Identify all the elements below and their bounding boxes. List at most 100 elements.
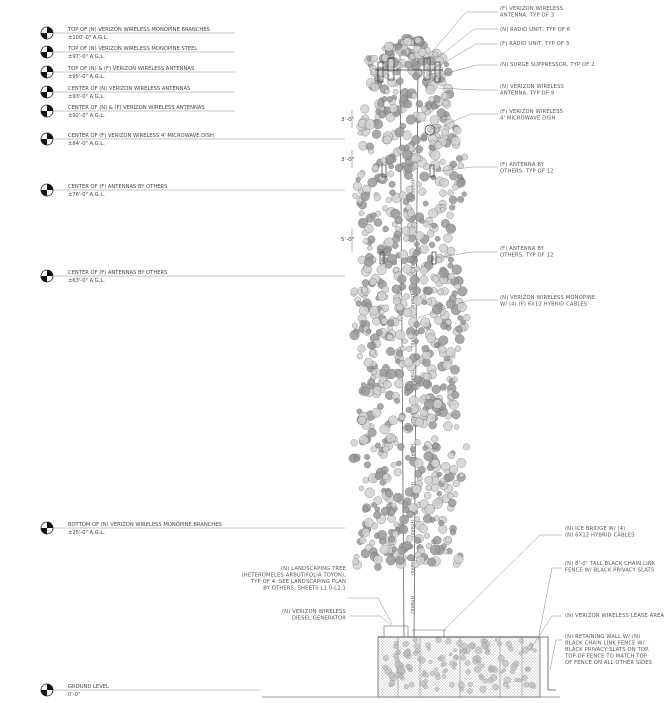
branch-cluster <box>422 372 431 381</box>
branch-cluster <box>367 177 378 188</box>
elevation-title: BOTTOM OF (N) VERIZON WIRELESS MONOPINE … <box>68 522 222 528</box>
landscaping-shrub <box>449 681 455 688</box>
branch-cluster <box>456 458 467 468</box>
svg-text:(N) SURGE SUPPRESSOR, TYP OF 2: (N) SURGE SUPPRESSOR, TYP OF 2 <box>500 62 595 68</box>
branch-cluster <box>432 442 439 450</box>
callout-note: (N) ICE BRIDGE W/ (4)(N) 6X12 HYBRID CAB… <box>443 526 634 631</box>
branch-cluster <box>414 469 422 478</box>
elevation-title: GROUND LEVEL <box>68 684 109 690</box>
elevation-level: GROUND LEVEL 0'-0" <box>40 683 260 698</box>
branch-cluster <box>406 345 413 352</box>
branch-cluster <box>439 268 449 279</box>
branch-cluster <box>373 218 383 227</box>
branch-cluster <box>454 283 461 290</box>
branch-cluster <box>372 164 379 172</box>
branch-cluster <box>349 330 360 341</box>
dimension-tags: 3'-0" 3'-0" 5'-0" <box>341 110 355 252</box>
branch-cluster <box>373 510 382 519</box>
branch-cluster <box>432 498 443 509</box>
branch-cluster <box>380 157 387 164</box>
branch-cluster <box>398 414 406 421</box>
branch-cluster <box>405 535 414 543</box>
branch-cluster <box>374 563 382 571</box>
branch-cluster <box>396 460 402 467</box>
landscaping-shrub <box>464 660 471 666</box>
branch-cluster <box>438 76 445 83</box>
elevation-markers: TOP OF (N) VERIZON WIRELESS MONOPINE BRA… <box>40 26 345 698</box>
branch-cluster <box>362 477 369 484</box>
branch-cluster <box>371 369 377 376</box>
landscaping-shrub <box>437 656 442 661</box>
landscaping-shrub <box>400 676 405 681</box>
branch-cluster <box>413 321 420 328</box>
branch-cluster <box>375 329 383 336</box>
branch-cluster <box>418 48 427 57</box>
branch-cluster <box>462 313 471 322</box>
branch-cluster <box>377 403 384 410</box>
landscaping-shrub <box>422 669 427 674</box>
landscaping-shrub <box>467 688 473 694</box>
branch-cluster <box>352 322 358 329</box>
branch-cluster <box>443 233 453 243</box>
branch-cluster <box>457 302 467 312</box>
landscaping-shrub <box>405 664 411 669</box>
elevation-value: ±100'-0" A.G.L. <box>68 35 109 41</box>
branch-cluster <box>414 536 422 544</box>
branch-cluster <box>360 192 370 201</box>
elevation-title: CENTER OF (F) VERIZON WIRELESS 4' MICROW… <box>68 133 214 139</box>
branch-cluster <box>429 115 440 125</box>
branch-cluster <box>396 303 404 312</box>
branch-cluster <box>399 524 409 535</box>
branch-cluster <box>415 181 422 188</box>
branch-cluster <box>410 446 416 453</box>
branch-cluster <box>383 380 392 389</box>
branch-cluster <box>381 466 389 474</box>
callout-note: (N) LANDSCAPING TREE(HETEROMELES ARBUTIF… <box>242 566 393 625</box>
landscaping-shrub <box>492 683 499 691</box>
branch-cluster <box>435 410 441 417</box>
branch-cluster <box>394 43 402 51</box>
branch-cluster <box>416 555 426 565</box>
branch-cluster <box>436 471 442 478</box>
branch-cluster <box>428 208 438 219</box>
branch-cluster <box>424 476 433 485</box>
microwave-dish <box>424 124 436 136</box>
callout-note: (N) SURGE SUPPRESSOR, TYP OF 2 <box>423 62 595 81</box>
branch-cluster <box>434 236 441 242</box>
branch-cluster <box>411 484 422 495</box>
branch-cluster <box>393 492 403 503</box>
branch-cluster <box>438 524 448 534</box>
branch-cluster <box>426 333 436 343</box>
elevation-level: CENTER OF (N) & (F) VERIZON WIRELESS ANT… <box>40 104 235 119</box>
branch-cluster <box>384 88 390 95</box>
branch-cluster <box>369 539 376 546</box>
landscaping-shrub <box>442 669 447 674</box>
hybrid-cable-label: HYBRID <box>409 368 415 386</box>
landscaping-shrub <box>480 663 485 668</box>
branch-cluster <box>361 528 370 537</box>
callout-note: (F) RADIO UNIT, TYP OF 3 <box>427 41 569 73</box>
landscaping-shrub <box>460 655 466 661</box>
branch-cluster <box>365 328 372 334</box>
landscaping-shrub <box>382 655 389 662</box>
branch-cluster <box>400 106 407 113</box>
landscaping-shrub <box>423 672 430 679</box>
branch-cluster <box>451 409 461 420</box>
branch-cluster <box>425 484 432 492</box>
branch-cluster <box>361 286 369 294</box>
branch-cluster <box>363 518 374 528</box>
branch-cluster <box>436 288 444 296</box>
branch-cluster <box>405 406 412 413</box>
elevation-title: CENTER OF (N) VERIZON WIRELESS ANTENNAS <box>68 86 190 92</box>
branch-cluster <box>444 536 452 544</box>
branch-cluster <box>445 472 455 482</box>
branch-cluster <box>397 315 403 321</box>
elevation-value: ±92'-0" A.G.L. <box>68 113 105 119</box>
branch-cluster <box>423 221 430 228</box>
landscaping-shrub <box>510 669 515 675</box>
branch-cluster <box>395 329 406 340</box>
